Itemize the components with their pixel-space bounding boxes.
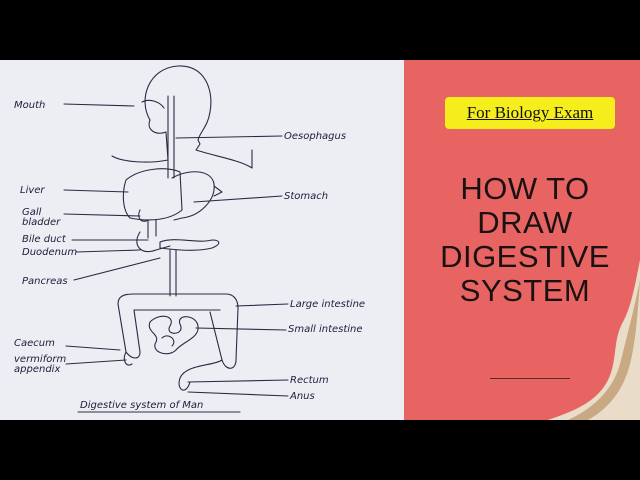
diagram-caption: Digestive system of Man <box>80 400 203 411</box>
torn-paper-corner <box>548 260 640 420</box>
digestive-system-drawing: Mouth Oesophagus Liver Stomach Gall blad… <box>14 65 365 413</box>
label-mouth: Mouth <box>14 100 45 111</box>
label-gall: Gall <box>22 207 42 218</box>
mouth-cavity <box>141 99 165 109</box>
label-duodenum: Duodenum <box>22 247 77 258</box>
bile-duct-line <box>147 219 157 239</box>
head-outline <box>111 65 253 169</box>
exam-badge: For Biology Exam <box>445 97 615 129</box>
headline-line-3: DIGESTIVE <box>440 239 610 274</box>
large-intestine-shape <box>117 293 239 369</box>
rectum-shape <box>178 359 223 391</box>
label-stomach: Stomach <box>284 191 328 202</box>
label-vermiform: vermiform <box>14 354 66 365</box>
label-anus: Anus <box>289 391 315 402</box>
label-rectum: Rectum <box>290 375 329 386</box>
label-appendix: appendix <box>14 364 60 375</box>
label-liver: Liver <box>20 185 45 196</box>
headline-line-2: DRAW <box>477 205 573 240</box>
divider-rule <box>490 378 570 379</box>
gall-bladder-shape <box>138 209 149 222</box>
label-bile-duct: Bile duct <box>22 234 67 245</box>
oesophagus-tube <box>167 95 175 179</box>
headline-line-1: HOW TO <box>460 171 590 206</box>
drawing-paper: Mouth Oesophagus Liver Stomach Gall blad… <box>0 60 404 420</box>
label-pancreas: Pancreas <box>22 276 68 287</box>
duodenum-shape <box>136 231 171 252</box>
headline-line-4: SYSTEM <box>459 273 591 308</box>
pancreas-shape <box>159 239 220 251</box>
liver-shape <box>122 168 183 221</box>
exam-badge-text: For Biology Exam <box>466 103 594 122</box>
label-small-intestine: Small intestine <box>288 324 363 335</box>
headline: HOW TO DRAW DIGESTIVE SYSTEM <box>410 172 640 308</box>
stomach-shape <box>171 171 215 221</box>
label-oesophagus: Oesophagus <box>284 131 346 142</box>
appendix-shape <box>123 351 133 366</box>
small-intestine-coils <box>148 315 199 355</box>
label-bladder: bladder <box>22 217 61 228</box>
video-frame: Mouth Oesophagus Liver Stomach Gall blad… <box>0 60 640 420</box>
label-large-intestine: Large intestine <box>290 299 365 310</box>
label-caecum: Caecum <box>14 338 55 349</box>
